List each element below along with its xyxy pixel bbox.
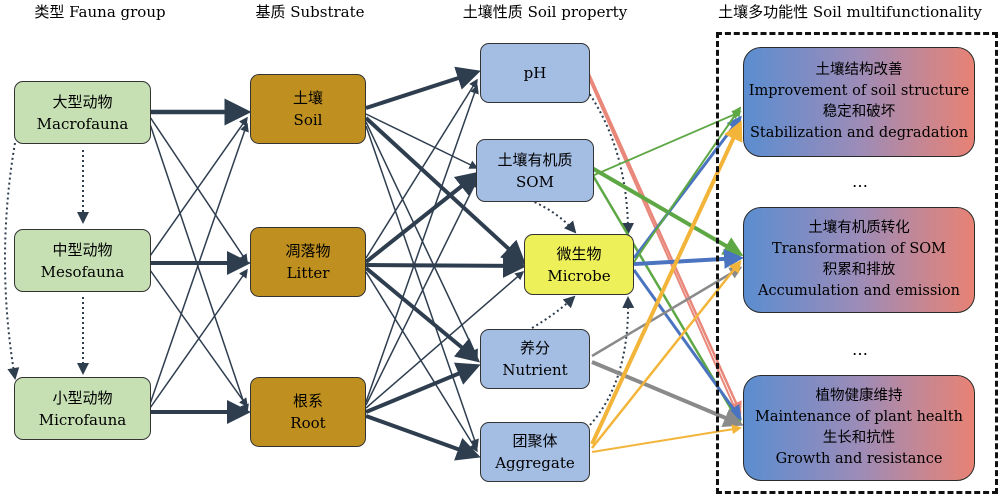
link-litter-aggregate xyxy=(365,271,478,453)
macrofauna-zh: 大型动物 xyxy=(52,92,113,111)
link-micro-litter xyxy=(149,268,248,409)
root-en: Root xyxy=(290,414,326,432)
link-root-microbe xyxy=(365,271,525,409)
microfauna-zh: 小型动物 xyxy=(52,388,113,407)
soilprop-to-function-links xyxy=(586,71,744,453)
link-ph-plant xyxy=(587,75,742,422)
link-soil-nutrient xyxy=(365,121,478,359)
node-som-transformation: 土壤有机质转化 Transformation of SOM 积累和排放 Accu… xyxy=(743,207,975,313)
node-litter: 凋落物 Litter xyxy=(250,227,366,297)
link-aggregate-structure xyxy=(590,120,743,445)
structure-zh1: 土壤结构改善 xyxy=(815,62,903,78)
mesofauna-zh: 中型动物 xyxy=(52,240,113,259)
link-soil-som xyxy=(365,113,479,169)
litter-zh: 凋落物 xyxy=(285,242,331,260)
nutrient-zh: 养分 xyxy=(519,339,550,357)
plant-health-en2: Growth and resistance xyxy=(775,451,943,467)
link-macro-root xyxy=(149,123,249,414)
aggregate-zh: 团聚体 xyxy=(512,432,558,450)
plant-health-zh1: 植物健康维持 xyxy=(815,388,903,404)
header-soil-property: 土壤性质 Soil property xyxy=(462,3,628,21)
mesofauna-en: Mesofauna xyxy=(40,262,125,281)
node-root: 根系 Root xyxy=(250,377,366,447)
ellipsis-1: … xyxy=(852,172,868,191)
som-en: SOM xyxy=(516,172,554,191)
link-soil-ph xyxy=(365,66,481,110)
microfauna-en: Microfauna xyxy=(38,410,127,429)
dotted-som-microbe xyxy=(529,199,577,234)
som-transform-zh2: 积累和排放 xyxy=(822,262,896,278)
som-zh: 土壤有机质 xyxy=(497,150,573,169)
link-root-som xyxy=(365,178,478,406)
link-ph-structure xyxy=(586,71,742,415)
node-som: 土壤有机质 SOM xyxy=(476,139,594,202)
som-transform-en2: Accumulation and emission xyxy=(758,283,960,299)
fauna-dotted-arrows xyxy=(4,142,89,380)
link-litter-ph xyxy=(365,78,478,259)
link-soil-aggregate xyxy=(365,125,479,449)
soilprop-dotted-arrows xyxy=(529,89,635,426)
link-microbe-plant xyxy=(632,269,742,421)
node-macrofauna: 大型动物 Macrofauna xyxy=(14,81,151,144)
link-soil-microbe xyxy=(364,116,526,265)
node-soil: 土壤 Soil xyxy=(250,74,366,144)
dotted-ph-microbe xyxy=(586,89,634,235)
link-nutrient-som xyxy=(591,266,743,358)
link-macro-litter xyxy=(149,116,248,264)
link-som-plant xyxy=(590,166,744,257)
microbe-en: Microbe xyxy=(547,266,611,285)
link-meso-soil xyxy=(149,116,248,257)
node-microfauna: 小型动物 Microfauna xyxy=(14,377,151,440)
litter-en: Litter xyxy=(286,264,330,282)
header-substrate: 基质 Substrate xyxy=(255,3,365,21)
aggregate-en: Aggregate xyxy=(495,454,575,472)
dotted-nutrient-microbe xyxy=(531,295,576,329)
link-root-ph xyxy=(365,84,479,403)
som-transform-zh1: 土壤有机质转化 xyxy=(808,220,910,236)
ellipsis-2: … xyxy=(852,340,868,359)
link-litter-som xyxy=(364,171,481,264)
macrofauna-en: Macrofauna xyxy=(36,114,129,133)
structure-en2: Stabilization and degradation xyxy=(749,125,969,141)
root-zh: 根系 xyxy=(292,392,323,410)
plant-health-zh2: 生长和抗性 xyxy=(822,430,896,446)
link-root-aggregate xyxy=(365,414,481,461)
node-microbe: 微生物 Microbe xyxy=(524,234,634,295)
link-aggregate-som xyxy=(591,260,742,449)
node-soil-structure: 土壤结构改善 Improvement of soil structure 稳定和… xyxy=(743,47,975,157)
link-aggregate-plant xyxy=(591,424,742,453)
link-green-som-structure xyxy=(591,110,742,177)
link-micro-soil xyxy=(149,122,249,405)
node-ph: pH xyxy=(480,43,590,103)
plant-health-en1: Maintenance of plant health xyxy=(755,409,963,425)
link-root-nutrient xyxy=(365,362,481,414)
link-green-microbe-structure xyxy=(633,106,742,263)
link-microbe-som xyxy=(633,248,744,269)
substrate-to-soilprop-links xyxy=(364,66,527,461)
structure-zh2: 稳定和破坏 xyxy=(822,104,896,120)
header-soil-multifunctionality: 土壤多功能性 Soil multifunctionality xyxy=(718,3,982,21)
fauna-to-substrate-links xyxy=(149,98,252,424)
node-aggregate: 团聚体 Aggregate xyxy=(480,422,590,482)
nutrient-en: Nutrient xyxy=(502,361,568,379)
multifunctionality-dashed-box xyxy=(716,32,998,494)
header-fauna-group: 类型 Fauna group xyxy=(34,3,166,21)
node-nutrient: 养分 Nutrient xyxy=(480,329,590,389)
node-mesofauna: 中型动物 Mesofauna xyxy=(14,229,151,292)
structure-en1: Improvement of soil structure xyxy=(748,83,970,99)
soil-en: Soil xyxy=(293,111,323,129)
ph-en: pH xyxy=(523,64,547,82)
som-transform-en1: Transformation of SOM xyxy=(772,241,946,257)
node-plant-health: 植物健康维持 Maintenance of plant health 生长和抗性… xyxy=(743,375,975,481)
link-litter-nutrient xyxy=(364,266,481,363)
soil-zh: 土壤 xyxy=(292,89,323,107)
link-litter-microbe xyxy=(365,253,527,278)
link-nutrient-plant xyxy=(591,360,744,428)
microbe-zh: 微生物 xyxy=(556,244,602,263)
dotted-macro-micro xyxy=(4,142,20,380)
